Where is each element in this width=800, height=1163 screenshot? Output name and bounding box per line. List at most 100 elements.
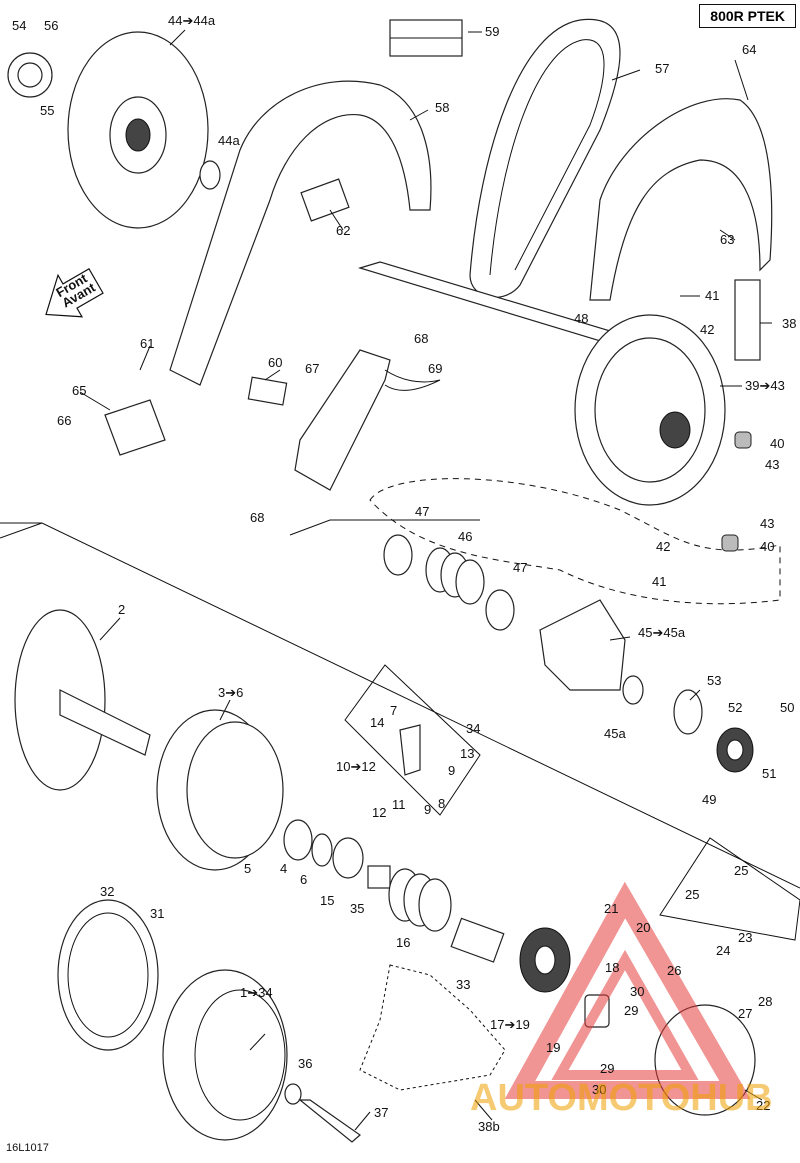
ring-4 [283,819,313,861]
model-badge: 800R PTEK [699,4,796,28]
callout-45a: 45a [604,726,626,741]
callout-5: 5 [244,861,251,876]
warning-label-59 [389,19,463,57]
cover-63 [589,98,773,301]
callout-50: 50 [780,700,794,715]
callout-41a: 41 [705,288,719,303]
sheave-2 [14,609,151,791]
callout-58: 58 [435,100,449,115]
callout-2: 2 [118,602,125,617]
callout-68a: 68 [414,331,428,346]
callout-25b: 25 [685,887,699,902]
ring-44a [199,160,221,190]
callout-1: 1➔34 [240,985,273,1000]
callout-51: 51 [762,766,776,781]
bracket-67 [294,349,391,491]
callout-64: 64 [742,42,756,57]
bracket-62 [300,178,350,222]
lever-7 [399,724,421,776]
callout-14: 14 [370,715,384,730]
sleeve-33 [450,917,505,963]
callout-40a: 40 [770,436,784,451]
callout-6: 6 [300,872,307,887]
callout-41b: 41 [652,574,666,589]
callout-43a: 43 [765,457,779,472]
driven-pulley-39 [574,314,726,506]
bracket-65 [104,399,166,456]
callout-68b: 68 [250,510,264,525]
callout-38b: 38b [478,1119,500,1134]
fixed-sheave-44 [67,31,209,229]
callout-66: 66 [57,413,71,428]
ring-gear-inner [67,912,149,1038]
callout-25a: 25 [734,863,748,878]
callout-36: 36 [298,1056,312,1071]
callout-16: 16 [396,935,410,950]
callout-7: 7 [390,703,397,718]
callout-54: 54 [12,18,26,33]
callout-labels: 54 56 55 44➔44a 44a 59 57 64 58 62 63 41… [12,13,796,1134]
dashed-group-outline [369,478,781,605]
hub-17 [519,927,571,993]
spring-46 [425,547,485,605]
watermark-logo [504,881,751,1099]
callout-45: 45➔45a [638,625,686,640]
callout-56: 56 [44,18,58,33]
ring-47b [485,589,515,631]
callout-55: 55 [40,103,54,118]
lever-box [659,837,800,941]
callout-29a: 29 [624,1003,638,1018]
cam-45 [539,599,626,691]
callout-44a: 44a [218,133,240,148]
callout-29b: 29 [600,1061,614,1076]
callout-35: 35 [350,901,364,916]
callout-42b: 42 [656,539,670,554]
callout-30b: 30 [592,1082,606,1097]
callout-53: 53 [707,673,721,688]
frame-38b [359,964,506,1091]
clutch-face [194,989,286,1121]
front-arrow: Front Avant [45,268,104,318]
callout-49: 49 [702,792,716,807]
watermark-text: AUTOMOTOHUB [470,1077,773,1119]
callout-27: 27 [738,1006,752,1021]
callout-44: 44➔44a [168,13,216,28]
movable-sheave-3 [156,709,284,871]
clip-6 [311,833,333,867]
callout-63: 63 [720,232,734,247]
callout-28: 28 [758,994,772,1009]
callout-20: 20 [636,920,650,935]
drive-belt-57 [469,18,621,298]
seal-15 [332,837,364,879]
callout-38: 38 [782,316,796,331]
callout-19: 19 [546,1040,560,1055]
callout-61: 61 [140,336,154,351]
callout-21: 21 [604,901,618,916]
callout-40b: 40 [760,539,774,554]
callout-30a: 30 [630,984,644,999]
callout-23: 23 [738,930,752,945]
callout-34: 34 [466,721,480,736]
bearing-49 [716,727,754,773]
callout-39: 39➔43 [745,378,785,393]
callout-52: 52 [728,700,742,715]
bolt-37 [298,1099,361,1143]
callout-67: 67 [305,361,319,376]
belt-inner-edge [489,39,605,276]
callout-37: 37 [374,1105,388,1120]
callout-24: 24 [716,943,730,958]
callout-9b: 9 [424,802,431,817]
callout-11: 11 [392,797,406,812]
ring-45a [622,675,644,705]
spacer-40b [721,534,739,552]
ring-47a [383,534,413,576]
spacer-40a [734,431,752,449]
spring-16 [388,868,452,932]
callout-65: 65 [72,383,86,398]
callout-60: 60 [268,355,282,370]
bushing-35 [367,865,391,889]
diagram-code: 16L1017 [6,1142,49,1154]
callout-8: 8 [438,796,445,811]
